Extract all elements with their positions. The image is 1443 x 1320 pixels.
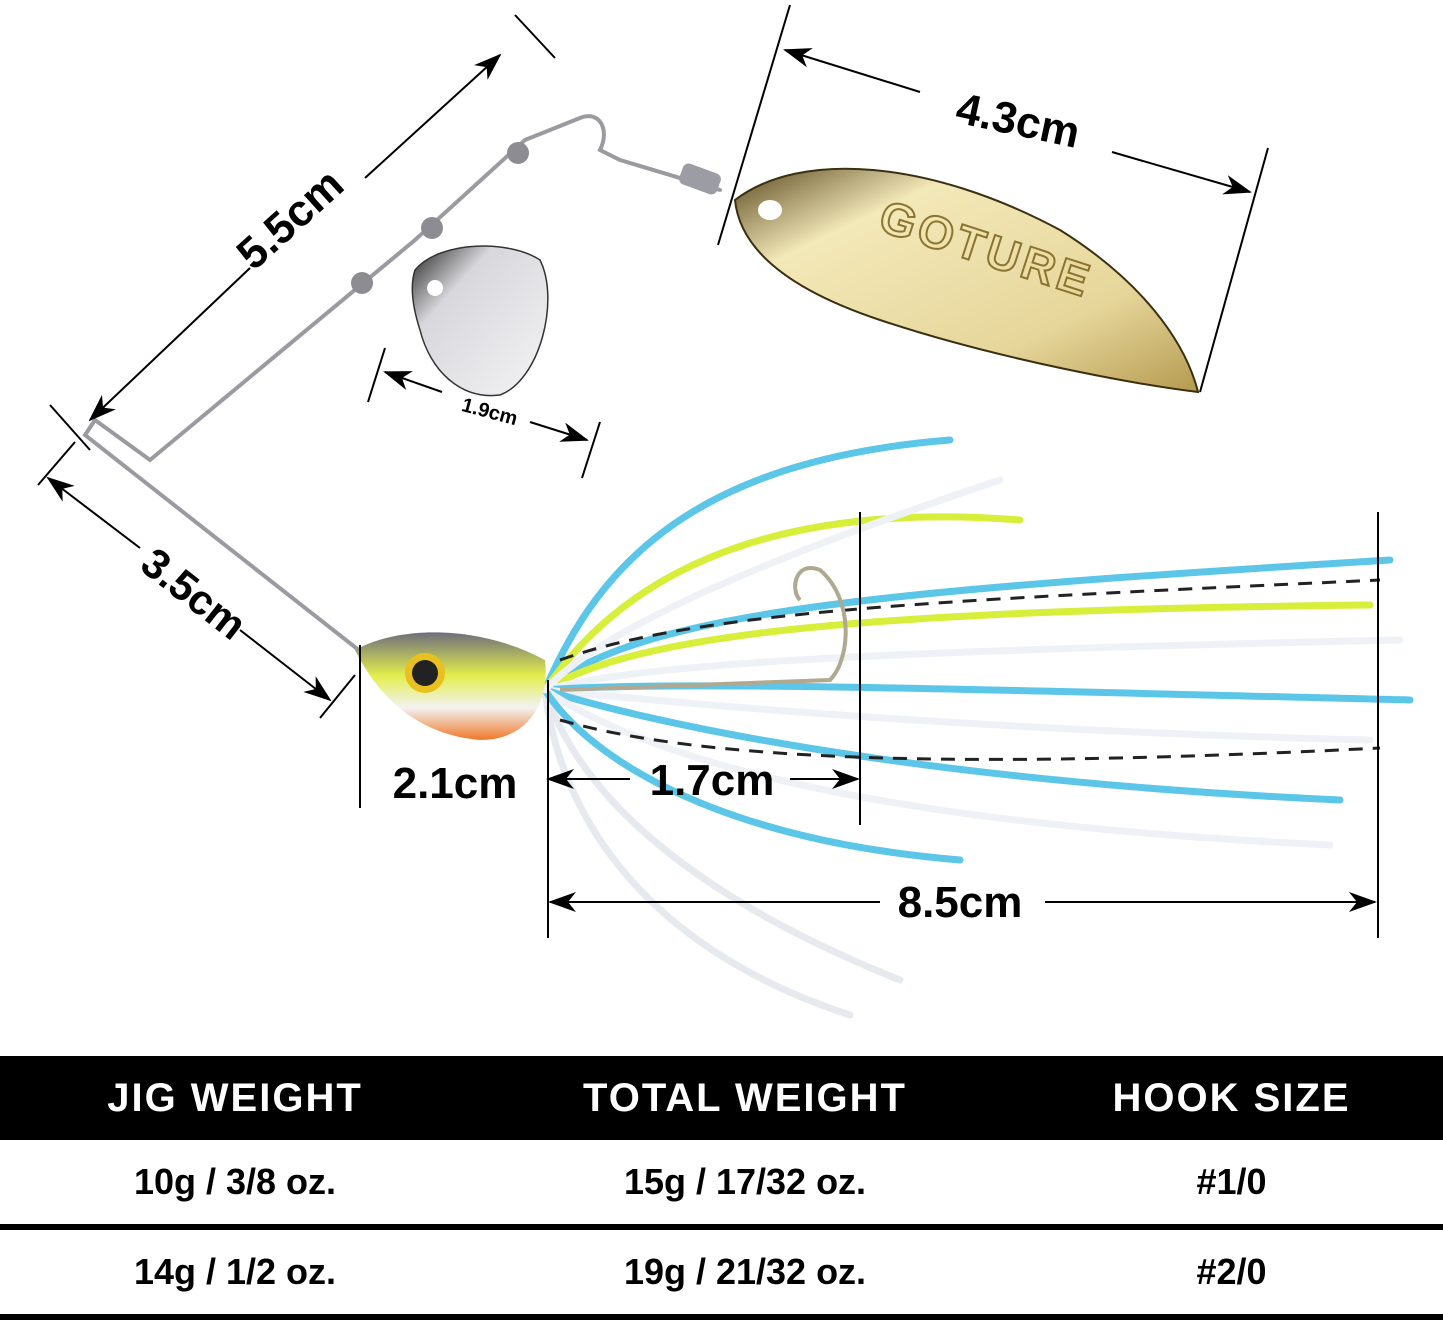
spec-table: JIG WEIGHT TOTAL WEIGHT HOOK SIZE 10g / … (0, 1056, 1443, 1320)
hook (559, 566, 848, 692)
jig-head (355, 632, 546, 740)
head-height-label: 2.1cm (393, 759, 518, 808)
skirt (541, 436, 1414, 1019)
skirt-length-label: 8.5cm (898, 878, 1023, 927)
jig-weight-cell: 14g / 1/2 oz. (0, 1227, 470, 1320)
wire-frame (82, 114, 722, 657)
dimension-lines (37, 4, 1379, 938)
total-weight-cell: 15g / 17/32 oz. (470, 1140, 1020, 1230)
colorado-blade (411, 245, 549, 397)
colorado-blade-width-label: 1.9cm (459, 394, 519, 430)
header-jig-weight: JIG WEIGHT (0, 1056, 470, 1140)
arm-length-label: 5.5cm (228, 159, 354, 279)
willow-blade (733, 167, 1200, 394)
total-weight-cell: 19g / 21/32 oz. (470, 1227, 1020, 1320)
spinnerbait-diagram: GOTURE (37, 4, 1414, 1019)
swivel (679, 163, 721, 195)
spec-header-row: JIG WEIGHT TOTAL WEIGHT HOOK SIZE (0, 1056, 1443, 1140)
jig-weight-cell: 10g / 3/8 oz. (0, 1140, 470, 1230)
willow-blade-length-label: 4.3cm (952, 84, 1084, 158)
table-row: 14g / 1/2 oz. 19g / 21/32 oz. #2/0 (0, 1227, 1443, 1320)
beads (351, 142, 529, 294)
header-hook-size: HOOK SIZE (1020, 1056, 1443, 1140)
hook-size-cell: #2/0 (1020, 1227, 1443, 1320)
table-row: 10g / 3/8 oz. 15g / 17/32 oz. #1/0 (0, 1140, 1443, 1230)
collar-to-hook-label: 1.7cm (650, 756, 775, 805)
hook-size-cell: #1/0 (1020, 1140, 1443, 1230)
header-total-weight: TOTAL WEIGHT (470, 1056, 1020, 1140)
